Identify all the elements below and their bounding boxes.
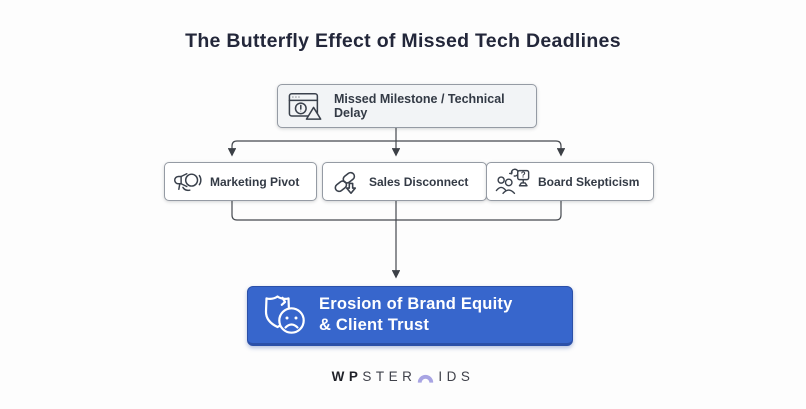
brand-mid: STER xyxy=(362,369,417,384)
node-missed-milestone: Missed Milestone / Technical Delay xyxy=(277,84,537,128)
node-board-skepticism: ? Board Skepticism xyxy=(486,162,654,201)
node-label: Sales Disconnect xyxy=(369,174,469,189)
brand-suffix: IDS xyxy=(438,369,475,384)
node-sales-disconnect: Sales Disconnect xyxy=(322,162,487,201)
connector-root-to-right xyxy=(396,140,566,157)
svg-text:?: ? xyxy=(521,171,526,180)
node-erosion-outcome: Erosion of Brand Equity & Client Trust xyxy=(247,286,573,346)
outcome-label-line2: & Client Trust xyxy=(319,316,430,334)
node-label: Board Skepticism xyxy=(538,174,640,189)
node-label: Marketing Pivot xyxy=(210,174,300,189)
megaphone-icon xyxy=(172,168,203,195)
node-marketing-pivot: Marketing Pivot xyxy=(164,162,317,201)
shield-sad-icon xyxy=(261,293,307,337)
node-label: Erosion of Brand Equity & Client Trust xyxy=(319,294,512,337)
node-label: Missed Milestone / Technical Delay xyxy=(334,92,505,120)
board-question-icon: ? xyxy=(495,167,531,196)
broken-link-down-icon xyxy=(332,168,361,196)
connector-left-merge xyxy=(231,199,396,221)
outcome-label-line1: Erosion of Brand Equity xyxy=(319,294,513,313)
connector-right-merge xyxy=(396,199,562,221)
page-title: The Butterfly Effect of Missed Tech Dead… xyxy=(185,30,621,52)
browser-alert-icon xyxy=(288,92,324,121)
brand-prefix: WP xyxy=(331,369,363,384)
connector-root-to-left xyxy=(227,140,396,157)
brand-o-arch-icon xyxy=(417,373,434,383)
